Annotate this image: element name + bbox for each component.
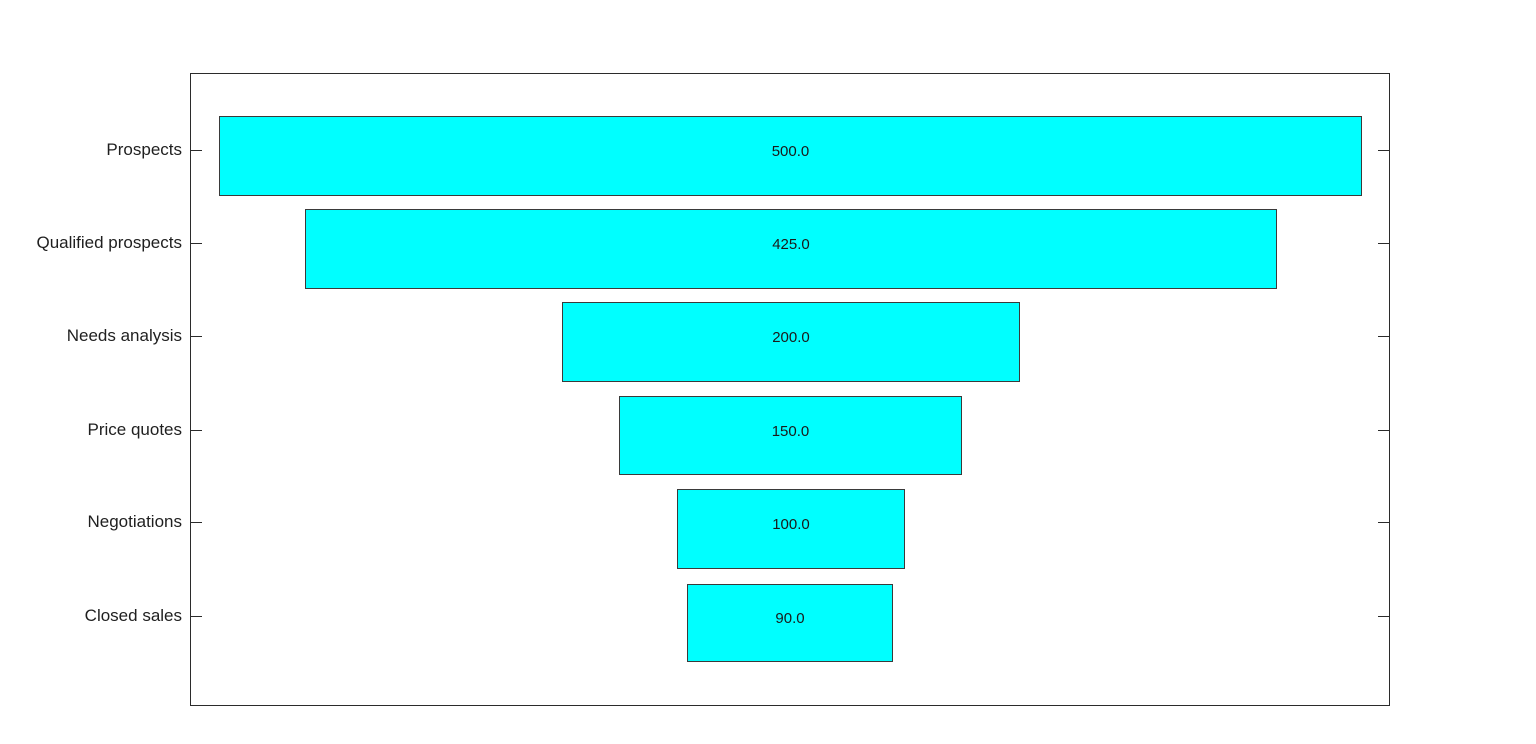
y-tick-mark-right-3 xyxy=(1378,336,1389,337)
y-tick-mark-6 xyxy=(191,616,202,617)
funnel-bar-qualified-prospects[interactable]: 425.0 xyxy=(305,209,1277,289)
y-tick-mark-right-6 xyxy=(1378,616,1389,617)
y-tick-label-negotiations: Negotiations xyxy=(87,512,182,531)
bar-value-label-negotiations: 100.0 xyxy=(772,516,810,533)
y-tick-mark-right-1 xyxy=(1378,150,1389,151)
y-tick-label-price-quotes: Price quotes xyxy=(87,420,183,439)
y-tick-mark-2 xyxy=(191,243,202,244)
y-tick-mark-5 xyxy=(191,522,202,523)
y-tick-mark-3 xyxy=(191,336,202,337)
y-tick-mark-4 xyxy=(191,430,202,431)
y-tick-mark-right-2 xyxy=(1378,243,1389,244)
bar-value-label-price-quotes: 150.0 xyxy=(771,423,810,440)
y-tick-label-closed-sales: Closed sales xyxy=(84,606,182,625)
bar-value-label-qualified-prospects: 425.0 xyxy=(772,236,810,253)
y-tick-label-prospects: Prospects xyxy=(106,140,182,159)
funnel-bar-closed-sales[interactable]: 90.0 xyxy=(687,584,893,662)
funnel-bar-prospects[interactable]: 500.0 xyxy=(219,116,1362,196)
y-tick-mark-right-4 xyxy=(1378,430,1389,431)
bar-value-label-closed-sales: 90.0 xyxy=(775,610,805,627)
bar-value-label-prospects: 500.0 xyxy=(771,143,810,160)
y-tick-mark-1 xyxy=(191,150,202,151)
funnel-bar-negotiations[interactable]: 100.0 xyxy=(677,489,905,569)
funnel-bar-needs-analysis[interactable]: 200.0 xyxy=(562,302,1020,382)
funnel-bar-price-quotes[interactable]: 150.0 xyxy=(619,396,962,475)
y-tick-mark-right-5 xyxy=(1378,522,1389,523)
plot-frame: 500.0 425.0 200.0 150.0 100.0 90.0 xyxy=(190,73,1390,706)
y-tick-label-qualified-prospects: Qualified prospects xyxy=(36,233,182,252)
plot-area: 500.0 425.0 200.0 150.0 100.0 90.0 xyxy=(191,74,1389,705)
y-axis-category-labels: Prospects Qualified prospects Needs anal… xyxy=(0,0,182,744)
bar-value-label-needs-analysis: 200.0 xyxy=(772,329,810,346)
y-tick-label-needs-analysis: Needs analysis xyxy=(66,326,182,345)
